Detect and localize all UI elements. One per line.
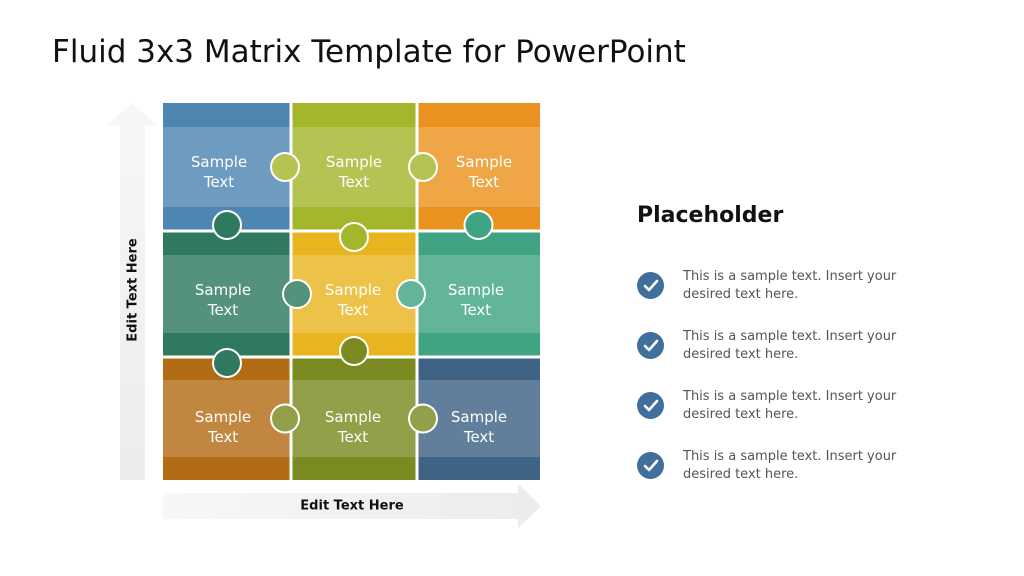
bullet-item: This is a sample text. Insert your desir… [637,269,937,310]
matrix-cell-center [163,255,291,333]
connector-knob [465,212,492,238]
checkmark-circle-icon [637,332,664,359]
bullet-item: This is a sample text. Insert your desir… [637,329,937,370]
y-axis-label: Edit Text Here [125,238,141,342]
cell-label-line: Text [207,428,239,446]
bullet-text: This is a sample text. Insert your desir… [683,329,897,362]
matrix-cell-center [291,380,417,457]
cell-label-9: Sample Text [416,407,542,447]
y-axis-arrow [107,103,157,480]
cell-label-line: Text [337,301,369,319]
cell-label-line: Text [203,173,235,191]
checkmark-circle-icon [637,452,664,479]
cell-label-line: Text [207,301,239,319]
connector-knob [214,212,240,238]
cell-label-4: Sample Text [160,280,286,320]
slide-title: Fluid 3x3 Matrix Template for PowerPoint [52,34,686,70]
x-axis-arrow [163,484,541,528]
cell-label-2: Sample Text [291,152,417,192]
connector-knob [410,154,436,180]
cell-label-5: Sample Text [290,280,416,320]
cell-label-line: Text [337,428,369,446]
cell-label-line: Sample [324,281,382,299]
bullet-text: This is a sample text. Insert your desir… [683,269,897,302]
bullet-item: This is a sample text. Insert your desir… [637,449,937,490]
connector-knob [341,338,367,364]
cell-label-line: Text [338,173,370,191]
checkmark-circle-icon [637,272,664,299]
cell-label-3: Sample Text [421,152,547,192]
cell-label-line: Sample [194,408,252,426]
cell-label-7: Sample Text [160,407,286,447]
cell-label-line: Sample [190,153,248,171]
connector-knob [398,281,424,307]
connector-knob [272,405,298,432]
bullet-item: This is a sample text. Insert your desir… [637,389,937,430]
cell-label-line: Sample [194,281,252,299]
bullet-text: This is a sample text. Insert your desir… [683,449,897,482]
cell-label-line: Sample [447,281,505,299]
cell-label-line: Sample [450,408,508,426]
connector-knob [214,350,240,376]
x-axis-label: Edit Text Here [300,498,404,514]
matrix-cell-center [163,380,291,457]
connector-knob [272,154,298,180]
connector-knob [341,224,367,250]
matrix-cell-center [291,127,417,207]
cell-label-line: Sample [455,153,513,171]
placeholder-title: Placeholder [637,203,784,228]
connector-knob [410,405,436,432]
matrix-cell-center [163,127,291,207]
checkmark-circle-icon [637,392,664,419]
cell-label-line: Sample [324,408,382,426]
cell-label-line: Text [468,173,500,191]
cell-label-1: Sample Text [156,152,282,192]
cell-label-line: Text [460,301,492,319]
matrix-cell-center [417,255,540,333]
bullet-text: This is a sample text. Insert your desir… [683,389,897,422]
cell-label-8: Sample Text [290,407,416,447]
cell-label-6: Sample Text [413,280,539,320]
cell-label-line: Text [463,428,495,446]
cell-label-line: Sample [325,153,383,171]
connector-knob [284,281,310,307]
